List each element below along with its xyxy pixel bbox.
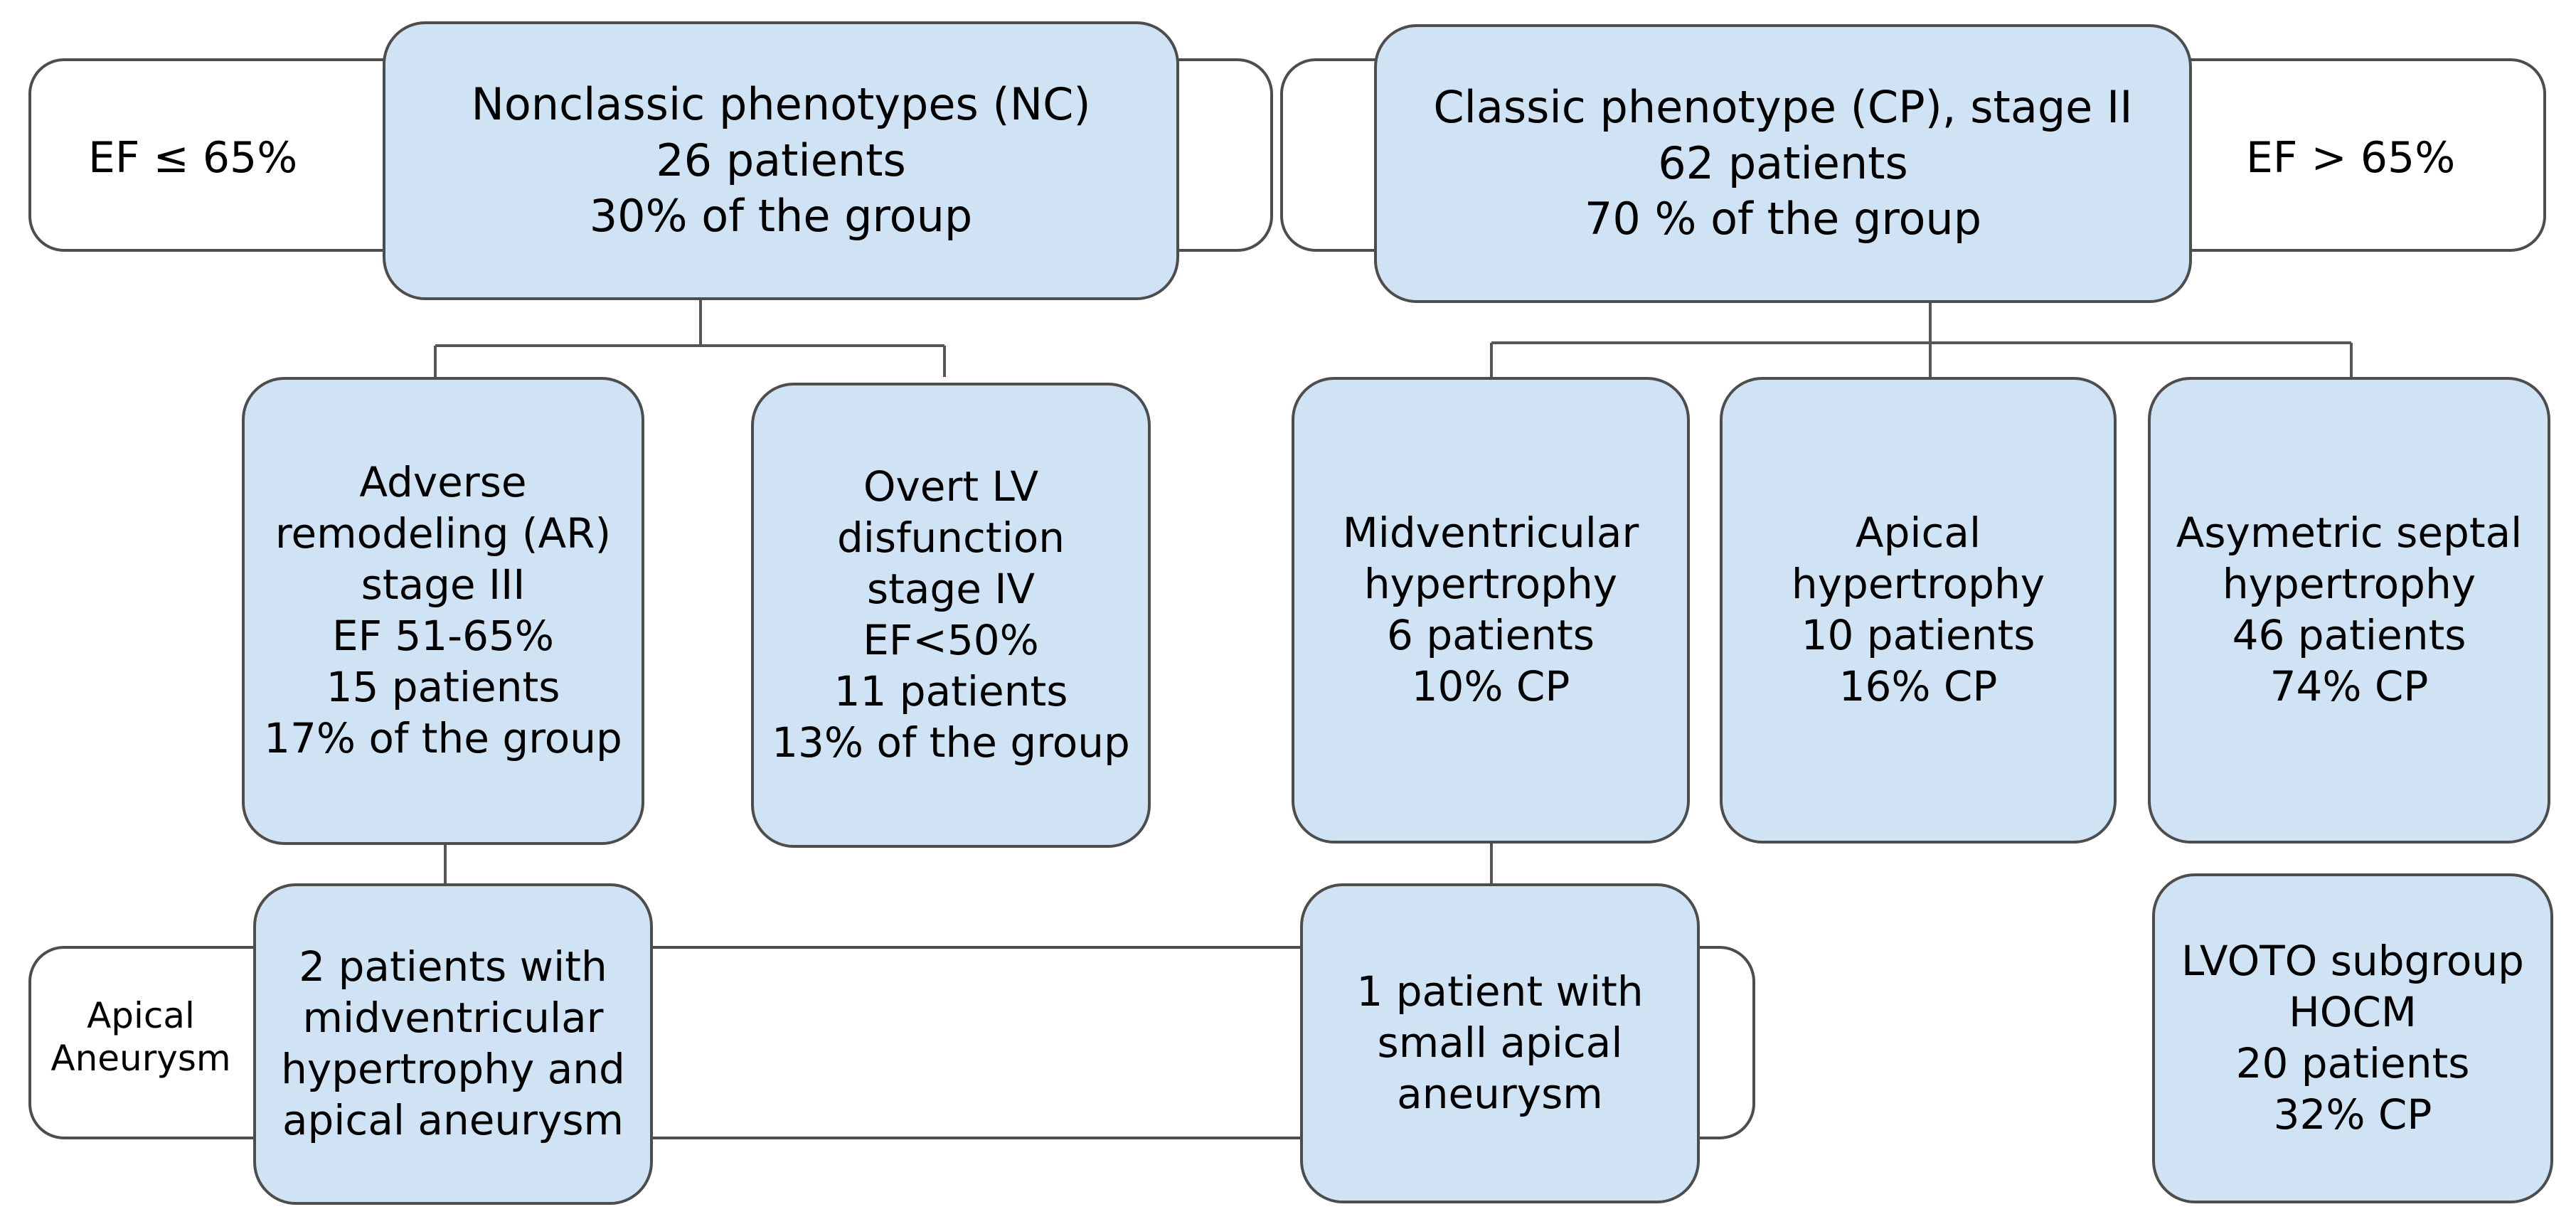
aneur1-line-1: 2 patients with [299,942,607,991]
apical-line-3: 10 patients [1801,611,2035,659]
aneur1-line-4: apical aneurysm [282,1095,624,1144]
lvoto-line-2: HOCM [2289,988,2417,1037]
cp-line-2: 62 patients [1658,137,1908,189]
box-midventricular-apical-aneurysm: 2 patients with midventricular hypertrop… [253,883,653,1205]
label-apical-aneurysm: Apical Aneurysm [34,994,248,1080]
box-small-apical-aneurysm: 1 patient with small apical aneurysm [1300,883,1700,1203]
box-asymetric-septal-hypertrophy: Asymetric septal hypertrophy 46 patients… [2148,377,2550,844]
mid-line-4: 10% CP [1411,661,1570,711]
nc-line-3: 30% of the group [589,190,973,243]
lvoto-line-3: 20 patients [2235,1039,2470,1087]
box-classic-phenotype: Classic phenotype (CP), stage II 62 pati… [1374,24,2192,303]
apical-line-1: Apical [1855,509,1981,558]
label-ef-le-65: EF ≤ 65% [88,133,298,183]
mid-line-2: hypertrophy [1363,560,1618,609]
mid-line-3: 6 patients [1387,611,1595,659]
lv-line-1: Overt LV [863,462,1039,511]
label-apical-aneurysm-line-1: Apical [87,995,195,1036]
aneur2-line-1: 1 patient with [1356,967,1644,1016]
asym-line-3: 46 patients [2232,611,2466,659]
aneur2-line-2: small apical [1377,1018,1623,1068]
ar-line-6: 17% of the group [264,713,622,762]
lv-line-6: 13% of the group [772,718,1130,767]
box-midventricular-hypertrophy: Midventricular hypertrophy 6 patients 10… [1292,377,1690,844]
ar-line-3: stage III [361,560,526,610]
label-ef-gt-65: EF > 65% [2246,133,2456,183]
aneur2-line-3: aneurysm [1397,1069,1603,1118]
lvoto-line-4: 32% CP [2273,1090,2432,1139]
asym-line-2: hypertrophy [2222,560,2476,609]
asym-line-4: 74% CP [2269,661,2429,711]
ar-line-1: Adverse [359,458,527,507]
label-apical-aneurysm-line-2: Aneurysm [50,1038,231,1079]
box-nonclassic-phenotypes: Nonclassic phenotypes (NC) 26 patients 3… [383,21,1179,300]
mid-line-1: Midventricular [1342,509,1639,558]
aneur1-line-2: midventricular [302,994,604,1043]
ar-line-5: 15 patients [326,662,560,711]
aneur1-line-3: hypertrophy and [281,1045,625,1093]
lvoto-line-1: LVOTO subgroup [2181,937,2524,986]
apical-line-4: 16% CP [1838,661,1998,711]
nc-line-2: 26 patients [656,134,906,186]
cp-line-3: 70 % of the group [1584,193,1982,245]
lv-line-2: disfunction [836,514,1065,563]
lv-line-5: 11 patients [834,666,1068,715]
nc-line-1: Nonclassic phenotypes (NC) [471,78,1091,130]
asym-line-1: Asymetric septal [2176,509,2523,558]
lv-line-3: stage IV [866,565,1036,614]
box-apical-hypertrophy: Apical hypertrophy 10 patients 16% CP [1720,377,2117,844]
ar-line-2: remodeling (AR) [275,509,612,558]
apical-line-2: hypertrophy [1791,560,2045,609]
box-overt-lv-disfunction: Overt LV disfunction stage IV EF<50% 11 … [751,383,1151,848]
lv-line-4: EF<50% [863,616,1039,664]
box-adverse-remodeling: Adverse remodeling (AR) stage III EF 51-… [242,377,644,845]
cp-line-1: Classic phenotype (CP), stage II [1433,80,2133,133]
box-lvoto-subgroup: LVOTO subgroup HOCM 20 patients 32% CP [2152,873,2553,1203]
ar-line-4: EF 51-65% [331,612,555,660]
